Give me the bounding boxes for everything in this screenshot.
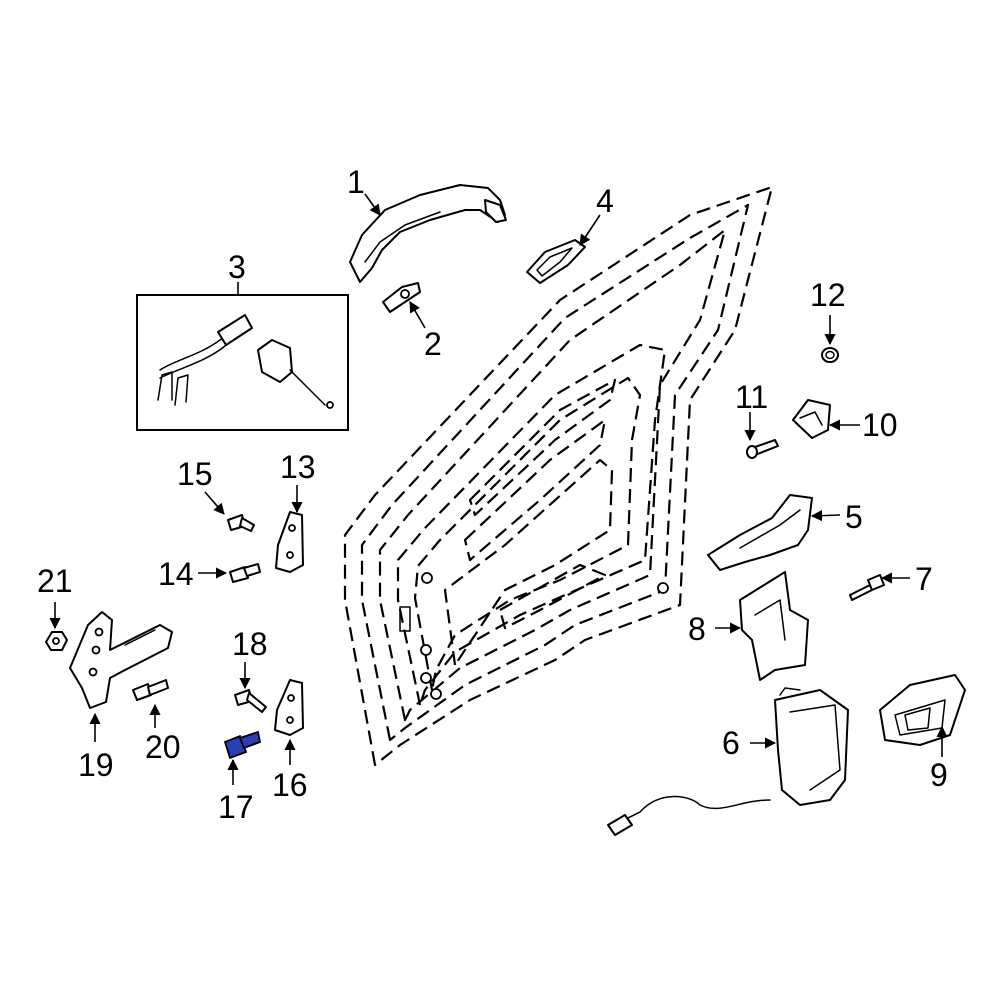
callout-6: 6 [722,725,740,761]
callout-9: 9 [930,757,948,793]
part-15-bolt[interactable] [227,514,255,532]
part-10-striker[interactable] [792,399,831,439]
callout-7: 7 [915,561,933,597]
callout-13: 13 [280,449,316,485]
part-5-bracket[interactable] [707,494,813,571]
leader-lines [49,193,948,785]
part-17-bolt-highlighted[interactable] [223,730,262,760]
part-18-bolt[interactable] [234,689,267,713]
part-3-harness[interactable] [157,314,334,409]
callout-5: 5 [845,499,863,535]
part-12-plug[interactable] [821,347,839,363]
part-4-bezel[interactable] [526,239,586,284]
callout-14: 14 [158,556,194,592]
part-8-plate[interactable] [739,571,809,681]
part-19-hinge[interactable] [69,611,173,709]
part-21-nut[interactable] [45,631,68,651]
part-9-inside-handle[interactable] [879,674,966,746]
callout-1: 1 [347,164,365,200]
callout-19: 19 [78,747,114,783]
callout-20: 20 [145,729,181,765]
part-20-bolt[interactable] [132,679,169,701]
door-shell-outline [343,185,774,767]
part-11-pin[interactable] [746,439,779,459]
part-1-outside-handle[interactable] [349,184,507,283]
part-16-hinge-plate[interactable] [274,679,304,736]
part-13-hinge-plate[interactable] [275,511,304,573]
callout-12: 12 [810,277,846,313]
callout-4: 4 [596,183,614,219]
part-6-latch[interactable] [607,687,849,836]
callout-8: 8 [688,611,706,647]
callout-17: 17 [218,789,254,825]
part-14-bolt[interactable] [229,563,261,583]
callout-16: 16 [272,767,308,803]
part-2-gasket[interactable] [382,282,421,313]
callout-11: 11 [735,379,768,415]
callout-18: 18 [232,626,268,662]
callout-10: 10 [862,407,898,443]
callout-21: 21 [37,563,73,599]
callout-15: 15 [177,456,213,492]
part-7-bolt[interactable] [849,574,885,601]
callout-3: 3 [228,249,246,285]
callout-labels: 1 2 3 4 5 6 7 8 9 10 11 12 13 14 15 16 1… [37,164,948,825]
part-3-box [136,294,349,431]
callout-2: 2 [424,326,442,362]
